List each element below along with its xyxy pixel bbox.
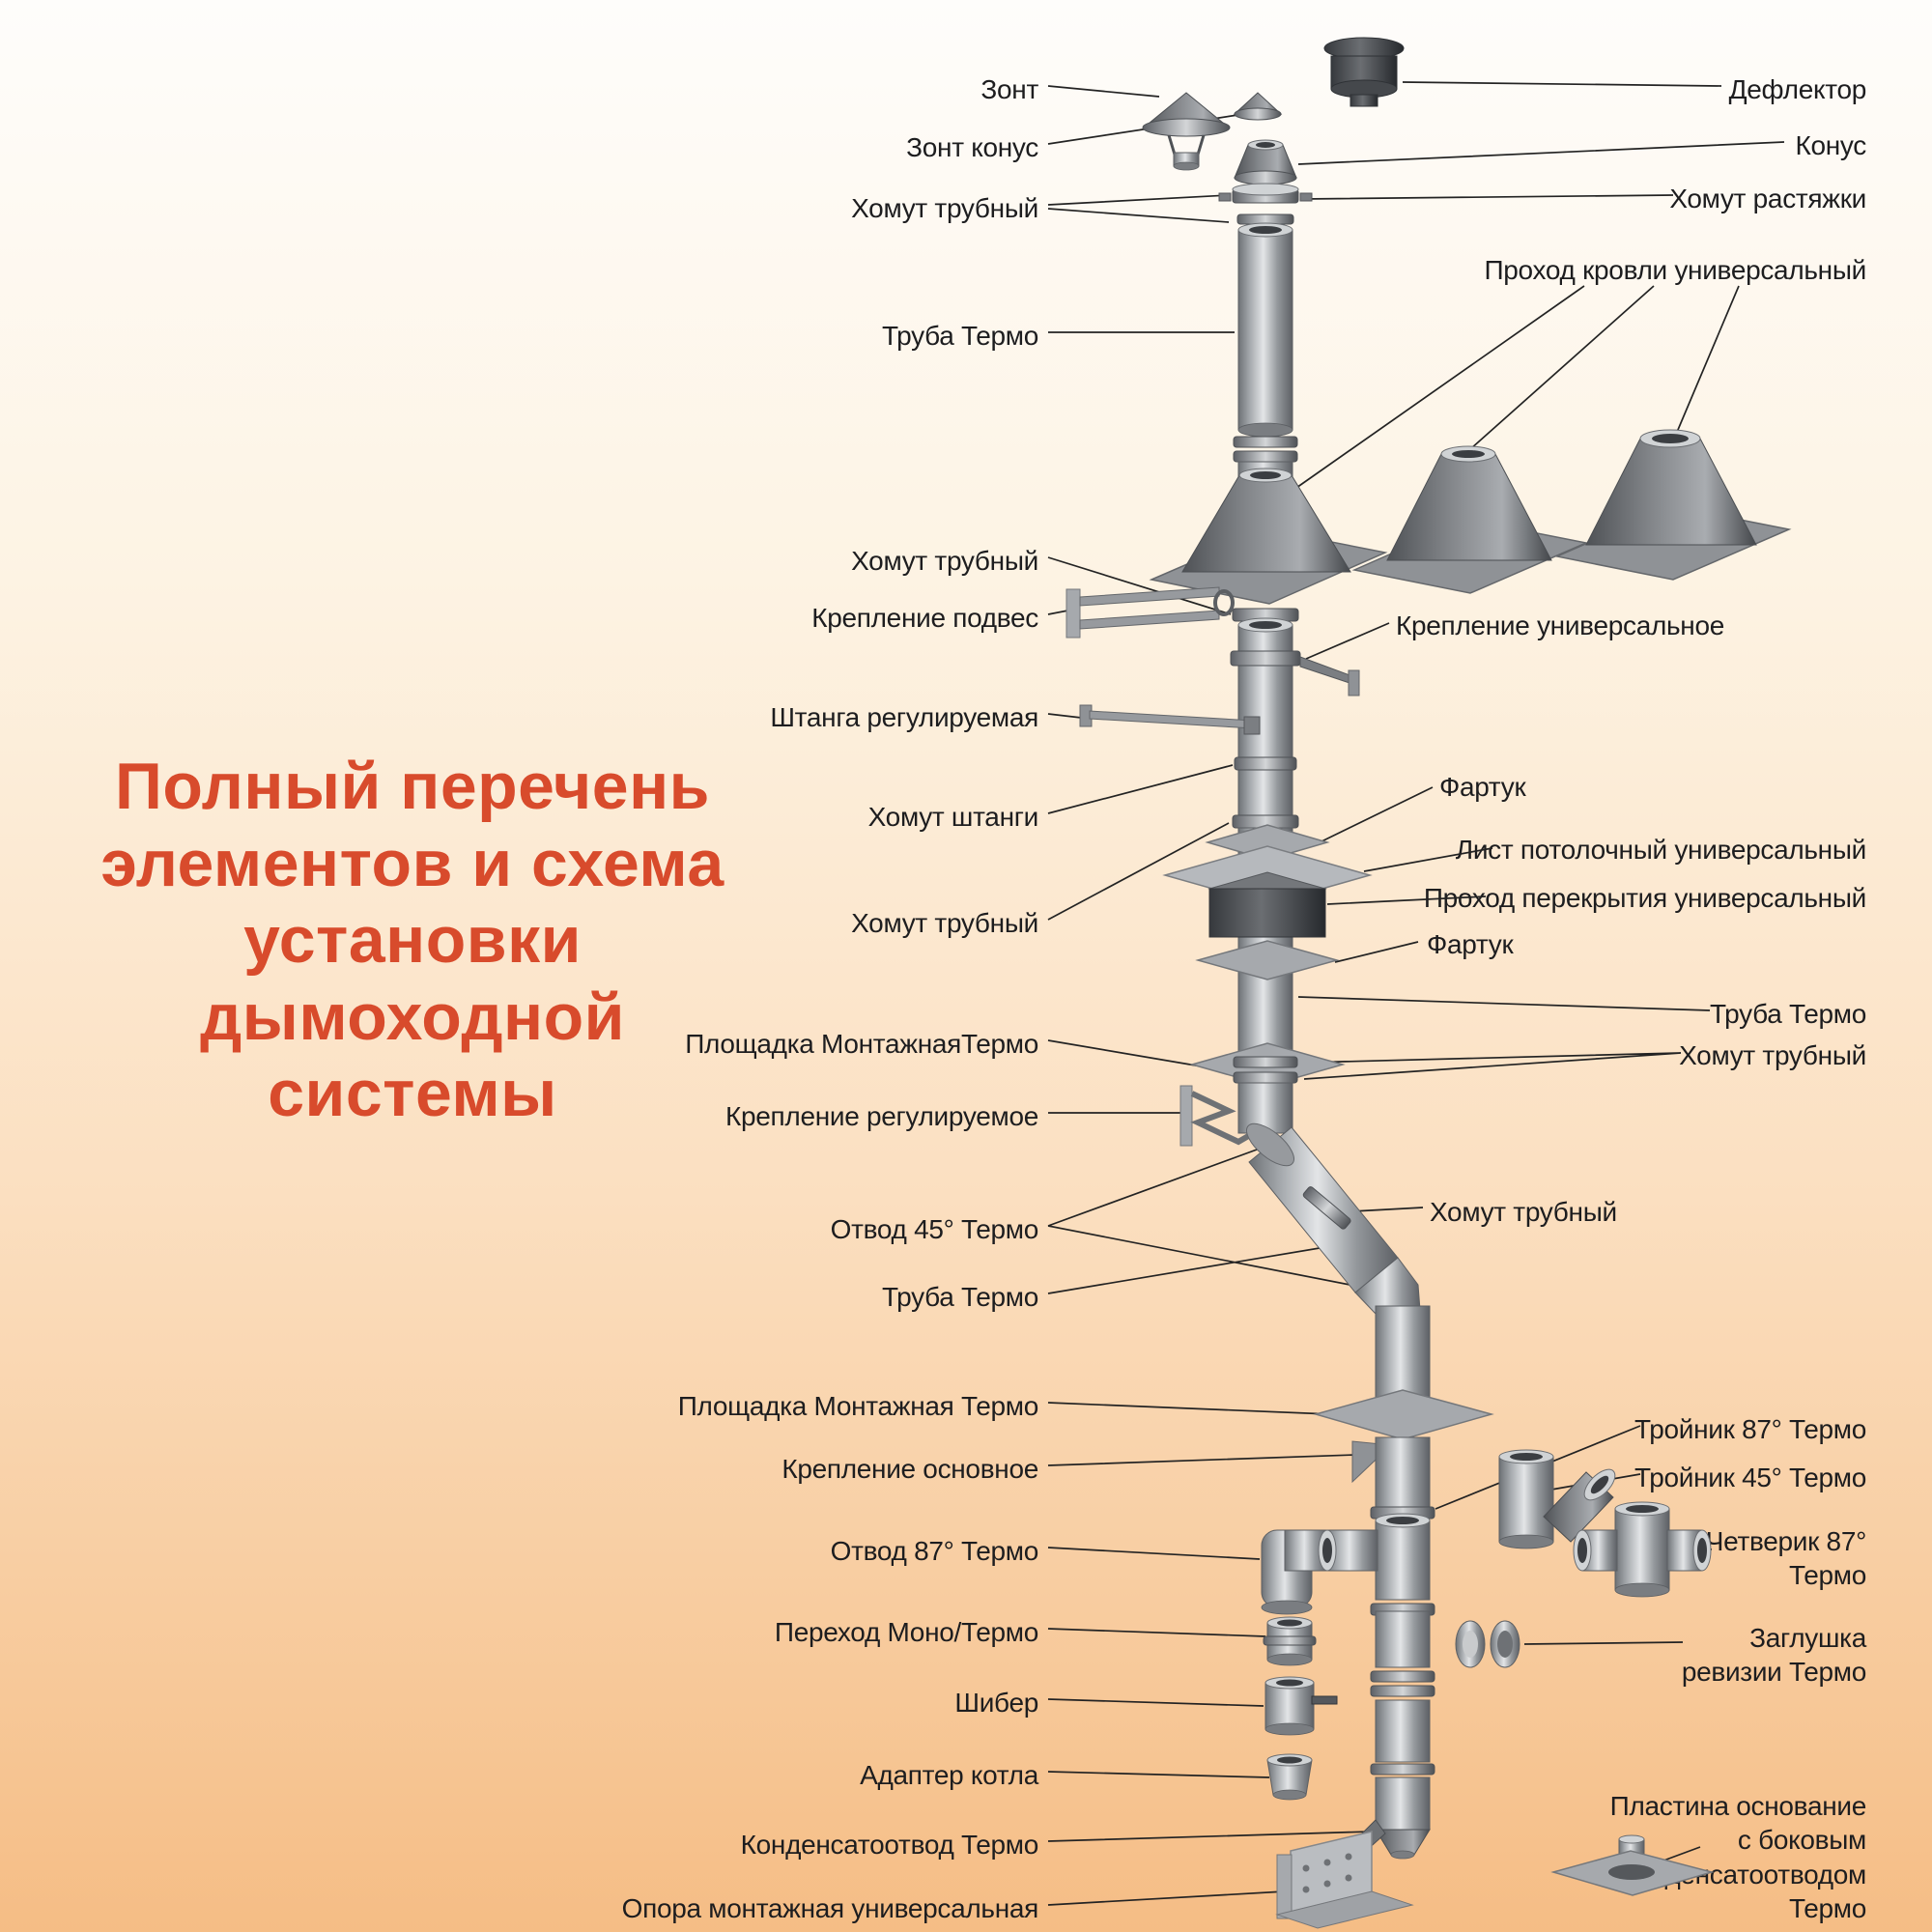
leader-lines-left (1047, 85, 1373, 1906)
mounting-support-icon (1275, 1831, 1414, 1929)
pipe-clamp-icon (1233, 450, 1298, 463)
cone-part-icon (1234, 139, 1297, 185)
boiler-adapter-icon (1266, 1753, 1313, 1801)
label-homut-trubny-r2: Хомут трубный (1430, 1197, 1617, 1227)
label-homut-trubny-1: Хомут трубный (851, 193, 1038, 223)
label-otvod-45: Отвод 45° Термо (830, 1214, 1039, 1244)
pipe-clamp-icon (1233, 1056, 1298, 1068)
apron-2-icon (1195, 940, 1340, 980)
roof-passage-1-icon (1149, 468, 1388, 605)
deflector-icon (1323, 37, 1405, 107)
label-homut-trubny-2: Хомут трубный (851, 546, 1038, 576)
label-homut-trubny-r1: Хомут трубный (1679, 1040, 1866, 1070)
ceiling-passage-icon (1208, 871, 1327, 938)
label-ploschadka-1: Площадка МонтажнаяТермо (685, 1029, 1038, 1059)
adjustable-rod-icon (1079, 704, 1261, 735)
universal-mount-icon (1230, 650, 1360, 696)
mount-plate-2-icon (1313, 1389, 1494, 1440)
pipe-thermo-4-icon (1375, 1305, 1431, 1404)
label-kondensatootvod: Конденсатоотвод Термо (740, 1830, 1039, 1860)
damper-icon (1264, 1676, 1338, 1736)
label-troynik-87: Тройник 87° Термо (1634, 1414, 1866, 1444)
label-truba-termo-1: Труба Термо (881, 321, 1038, 351)
label-chetverik: Четверик 87° Термо (1705, 1526, 1867, 1591)
umbrella-cone-icon (1233, 92, 1283, 121)
pipe-clamp-icon (1233, 1071, 1298, 1084)
label-truba-termo-r: Труба Термо (1709, 999, 1866, 1029)
label-fartuk-2: Фартук (1427, 929, 1514, 959)
label-opora: Опора монтажная универсальная (621, 1893, 1039, 1923)
rod-clamp-icon (1234, 756, 1297, 771)
elbow-87-icon (1261, 1529, 1337, 1615)
label-zont: Зонт (980, 74, 1038, 104)
label-otvod-87: Отвод 87° Термо (830, 1536, 1039, 1566)
label-kreplenie-podves: Крепление подвес (811, 603, 1038, 633)
pipe-clamp-icon (1370, 1685, 1435, 1697)
cross-87-icon (1573, 1501, 1712, 1598)
label-deflektor: Дефлектор (1728, 74, 1867, 104)
label-fartuk-1: Фартук (1439, 772, 1526, 802)
label-troynik-45: Тройник 45° Термо (1634, 1463, 1866, 1492)
label-zaglushka: Заглушка ревизии Термо (1681, 1623, 1866, 1688)
transition-mono-thermo-icon (1263, 1616, 1317, 1666)
label-adapter-kotla: Адаптер котла (860, 1760, 1038, 1790)
label-kreplenie-reg: Крепление регулируемое (724, 1101, 1038, 1131)
umbrella-cap-icon (1142, 92, 1231, 171)
page-title: Полный перечень элементов и схема устано… (100, 750, 724, 1131)
pipe-stub-icon (1375, 1610, 1431, 1668)
label-zont-konus: Зонт конус (906, 132, 1038, 162)
label-ploschadka-2: Площадка Монтажная Термо (677, 1391, 1039, 1421)
elbow-45-icon (1246, 1122, 1421, 1315)
label-homut-shtangi: Хомут штанги (867, 802, 1039, 832)
pipe-clamp-icon (1233, 436, 1298, 448)
leader-lines-right (1295, 81, 1785, 1867)
pipe-thermo-1-icon (1237, 222, 1293, 438)
pipe-stub-icon (1375, 1436, 1431, 1510)
label-kreplenie-osnovnoe: Крепление основное (781, 1454, 1038, 1484)
roof-passage-2-icon (1351, 445, 1589, 594)
label-homut-trubny-3: Хомут трубный (851, 908, 1038, 938)
roof-passage-3-icon (1554, 429, 1792, 581)
label-perehod: Переход Моно/Термо (774, 1617, 1038, 1647)
pipe-clamp-icon (1370, 1763, 1435, 1776)
label-prohod-perekrytiya: Проход перекрытия универсальный (1423, 883, 1866, 913)
label-kreplenie-universal: Крепление универсальное (1396, 611, 1724, 640)
revision-plug-icon (1455, 1620, 1520, 1668)
pipe-clamp-icon (1370, 1670, 1435, 1683)
guy-wire-clamp-icon (1218, 183, 1313, 204)
label-homut-rastyazhki: Хомут растяжки (1669, 184, 1866, 213)
base-plate-side-drain-icon (1550, 1834, 1715, 1896)
hanger-mount-icon (1065, 586, 1235, 639)
pipe-stub-icon (1237, 1082, 1293, 1134)
label-shiber: Шибер (954, 1688, 1038, 1718)
label-konus: Конус (1795, 130, 1866, 160)
label-shtanga: Штанга регулируемая (770, 702, 1038, 732)
label-prohod-krovli: Проход кровли универсальный (1484, 255, 1866, 285)
adjustable-bracket-icon (1179, 1085, 1264, 1147)
label-truba-termo-2: Труба Термо (881, 1282, 1038, 1312)
tee-45-icon (1498, 1449, 1616, 1549)
pipe-stub-icon (1375, 1699, 1431, 1763)
